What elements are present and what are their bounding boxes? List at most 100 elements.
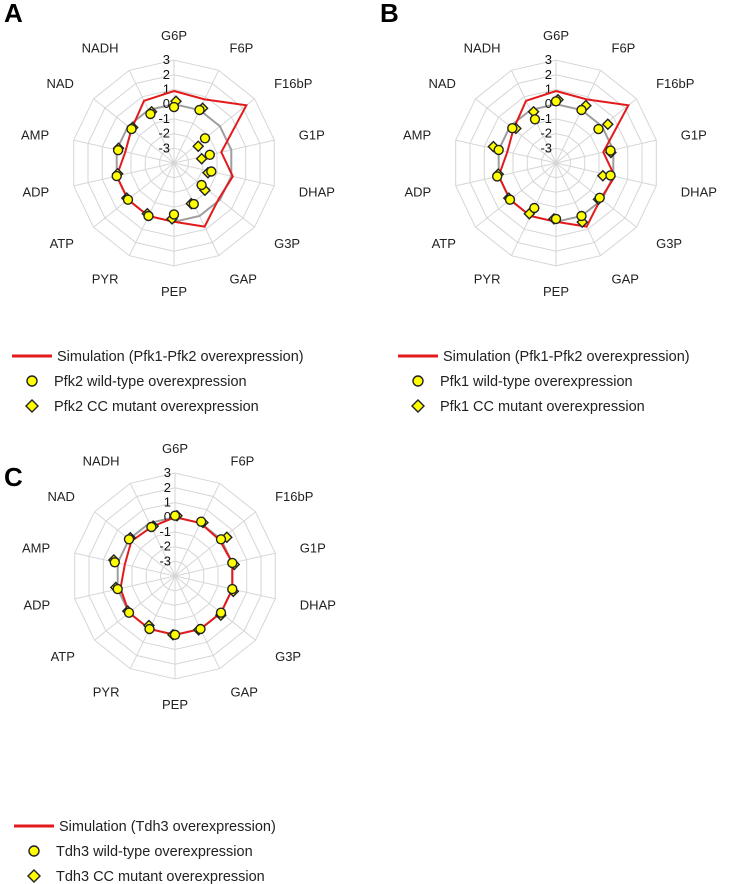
wild-type-marker	[550, 96, 562, 107]
axis-label-gap: GAP	[230, 271, 257, 286]
axis-label-nadh: NADH	[82, 41, 119, 56]
panel-letter: C	[4, 462, 23, 492]
legend-diamond-swatch	[411, 399, 425, 413]
axis-label-g6p: G6P	[543, 28, 569, 43]
simulation-line	[115, 89, 248, 228]
axis-label-pep: PEP	[161, 284, 187, 299]
tick-label: 3	[545, 52, 552, 67]
tick-label: 1	[164, 495, 171, 510]
axis-label-atp: ATP	[51, 649, 75, 664]
axis-label-pyr: PYR	[93, 684, 120, 699]
tick-label: 3	[163, 52, 170, 67]
wild-type-marker	[123, 607, 135, 618]
grid-spoke	[129, 575, 176, 670]
wild-type-marker	[126, 123, 137, 135]
axis-label-f6p: F6P	[231, 454, 255, 469]
wild-type-marker	[227, 583, 238, 595]
axis-label-nadh: NADH	[83, 454, 120, 469]
tick-label: 0	[163, 96, 170, 111]
tick-label: 1	[163, 82, 170, 97]
tick-label: 2	[164, 480, 171, 495]
wild-type-marker	[143, 210, 154, 222]
wild-type-marker	[168, 209, 180, 220]
grid-spoke	[74, 575, 176, 600]
tick-label: -2	[159, 539, 171, 554]
legend-diamond-swatch	[27, 869, 41, 883]
axis-label-adp: ADP	[404, 185, 431, 200]
wild-type-marker	[195, 516, 207, 527]
axis-label-nad: NAD	[46, 76, 73, 91]
axis-label-adp: ADP	[23, 598, 50, 613]
wild-type-marker	[493, 144, 504, 156]
legend-label: Simulation (Tdh3 overexpression)	[59, 819, 276, 835]
axis-label-f6p: F6P	[612, 41, 636, 56]
axis-label-dhap: DHAP	[300, 598, 336, 613]
legend-label: Simulation (Pfk1-Pfk2 overexpression)	[443, 349, 690, 365]
axis-label-pep: PEP	[543, 284, 569, 299]
grid-spoke	[73, 162, 175, 187]
tick-label: 2	[163, 67, 170, 82]
cc-mutant-marker	[601, 118, 614, 131]
axis-label-atp: ATP	[432, 236, 456, 251]
tick-label: 0	[545, 96, 552, 111]
wild-type-marker	[109, 557, 121, 568]
grid-spoke	[173, 162, 255, 228]
axis-label-g6p: G6P	[162, 441, 188, 456]
wild-type-marker	[194, 104, 205, 116]
panel-letter: A	[4, 0, 23, 28]
axis-label-amp: AMP	[403, 128, 431, 143]
wild-type-marker	[507, 122, 518, 134]
panel-letter: B	[380, 0, 399, 28]
axis-label-amp: AMP	[21, 128, 49, 143]
legend-label: Tdh3 CC mutant overexpression	[56, 869, 265, 884]
cc-mutant-marker	[195, 152, 208, 165]
axis-label-gap: GAP	[231, 684, 258, 699]
wild-type-marker	[504, 194, 516, 205]
grid-spoke	[128, 162, 175, 257]
legend-circle-swatch	[28, 845, 40, 857]
axis-label-g1p: G1P	[681, 128, 707, 143]
radar-panel-b: B3210-1-2-3G6PF6PF16bPG1PDHAPG3PGAPPEPPY…	[380, 0, 717, 415]
axis-label-adp: ADP	[22, 185, 49, 200]
axis-label-pep: PEP	[162, 697, 188, 712]
wild-type-marker	[529, 114, 541, 125]
wild-type-marker	[593, 123, 604, 135]
axis-label-f16bp: F16bP	[656, 76, 694, 91]
wild-type-marker	[122, 194, 134, 205]
wild-type-marker	[550, 213, 562, 225]
axis-label-f6p: F6P	[230, 41, 254, 56]
legend-label: Simulation (Pfk1-Pfk2 overexpression)	[57, 349, 304, 365]
grid-spoke	[174, 575, 221, 670]
axis-label-g3p: G3P	[274, 236, 300, 251]
wild-type-marker	[169, 510, 181, 521]
wild-type-marker	[169, 629, 181, 640]
grid-spoke	[555, 69, 602, 164]
axis-label-atp: ATP	[50, 236, 74, 251]
grid-spoke	[555, 162, 602, 257]
wild-type-marker	[492, 171, 503, 182]
legend-diamond-swatch	[25, 399, 39, 413]
tick-label: 1	[545, 82, 552, 97]
wild-type-marker	[529, 202, 540, 214]
legend-circle-swatch	[26, 375, 38, 387]
axis-label-g1p: G1P	[300, 541, 326, 556]
axis-label-nadh: NADH	[464, 41, 501, 56]
tick-label: -1	[540, 111, 552, 126]
grid-spoke	[73, 139, 175, 164]
legend-label: Pfk2 CC mutant overexpression	[54, 399, 259, 415]
legend-label: Pfk2 wild-type overexpression	[54, 374, 247, 390]
axis-label-nad: NAD	[47, 489, 74, 504]
tick-label: -2	[158, 126, 170, 141]
axis-label-pyr: PYR	[92, 271, 119, 286]
tick-label: 3	[164, 465, 171, 480]
axis-label-g1p: G1P	[299, 128, 325, 143]
wild-type-marker	[123, 534, 135, 545]
wild-type-marker	[111, 170, 122, 182]
wild-type-marker	[605, 170, 616, 181]
grid-spoke	[475, 162, 557, 228]
wild-type-marker	[215, 534, 227, 545]
grid-spoke	[173, 139, 275, 164]
tick-label: -3	[540, 140, 552, 155]
